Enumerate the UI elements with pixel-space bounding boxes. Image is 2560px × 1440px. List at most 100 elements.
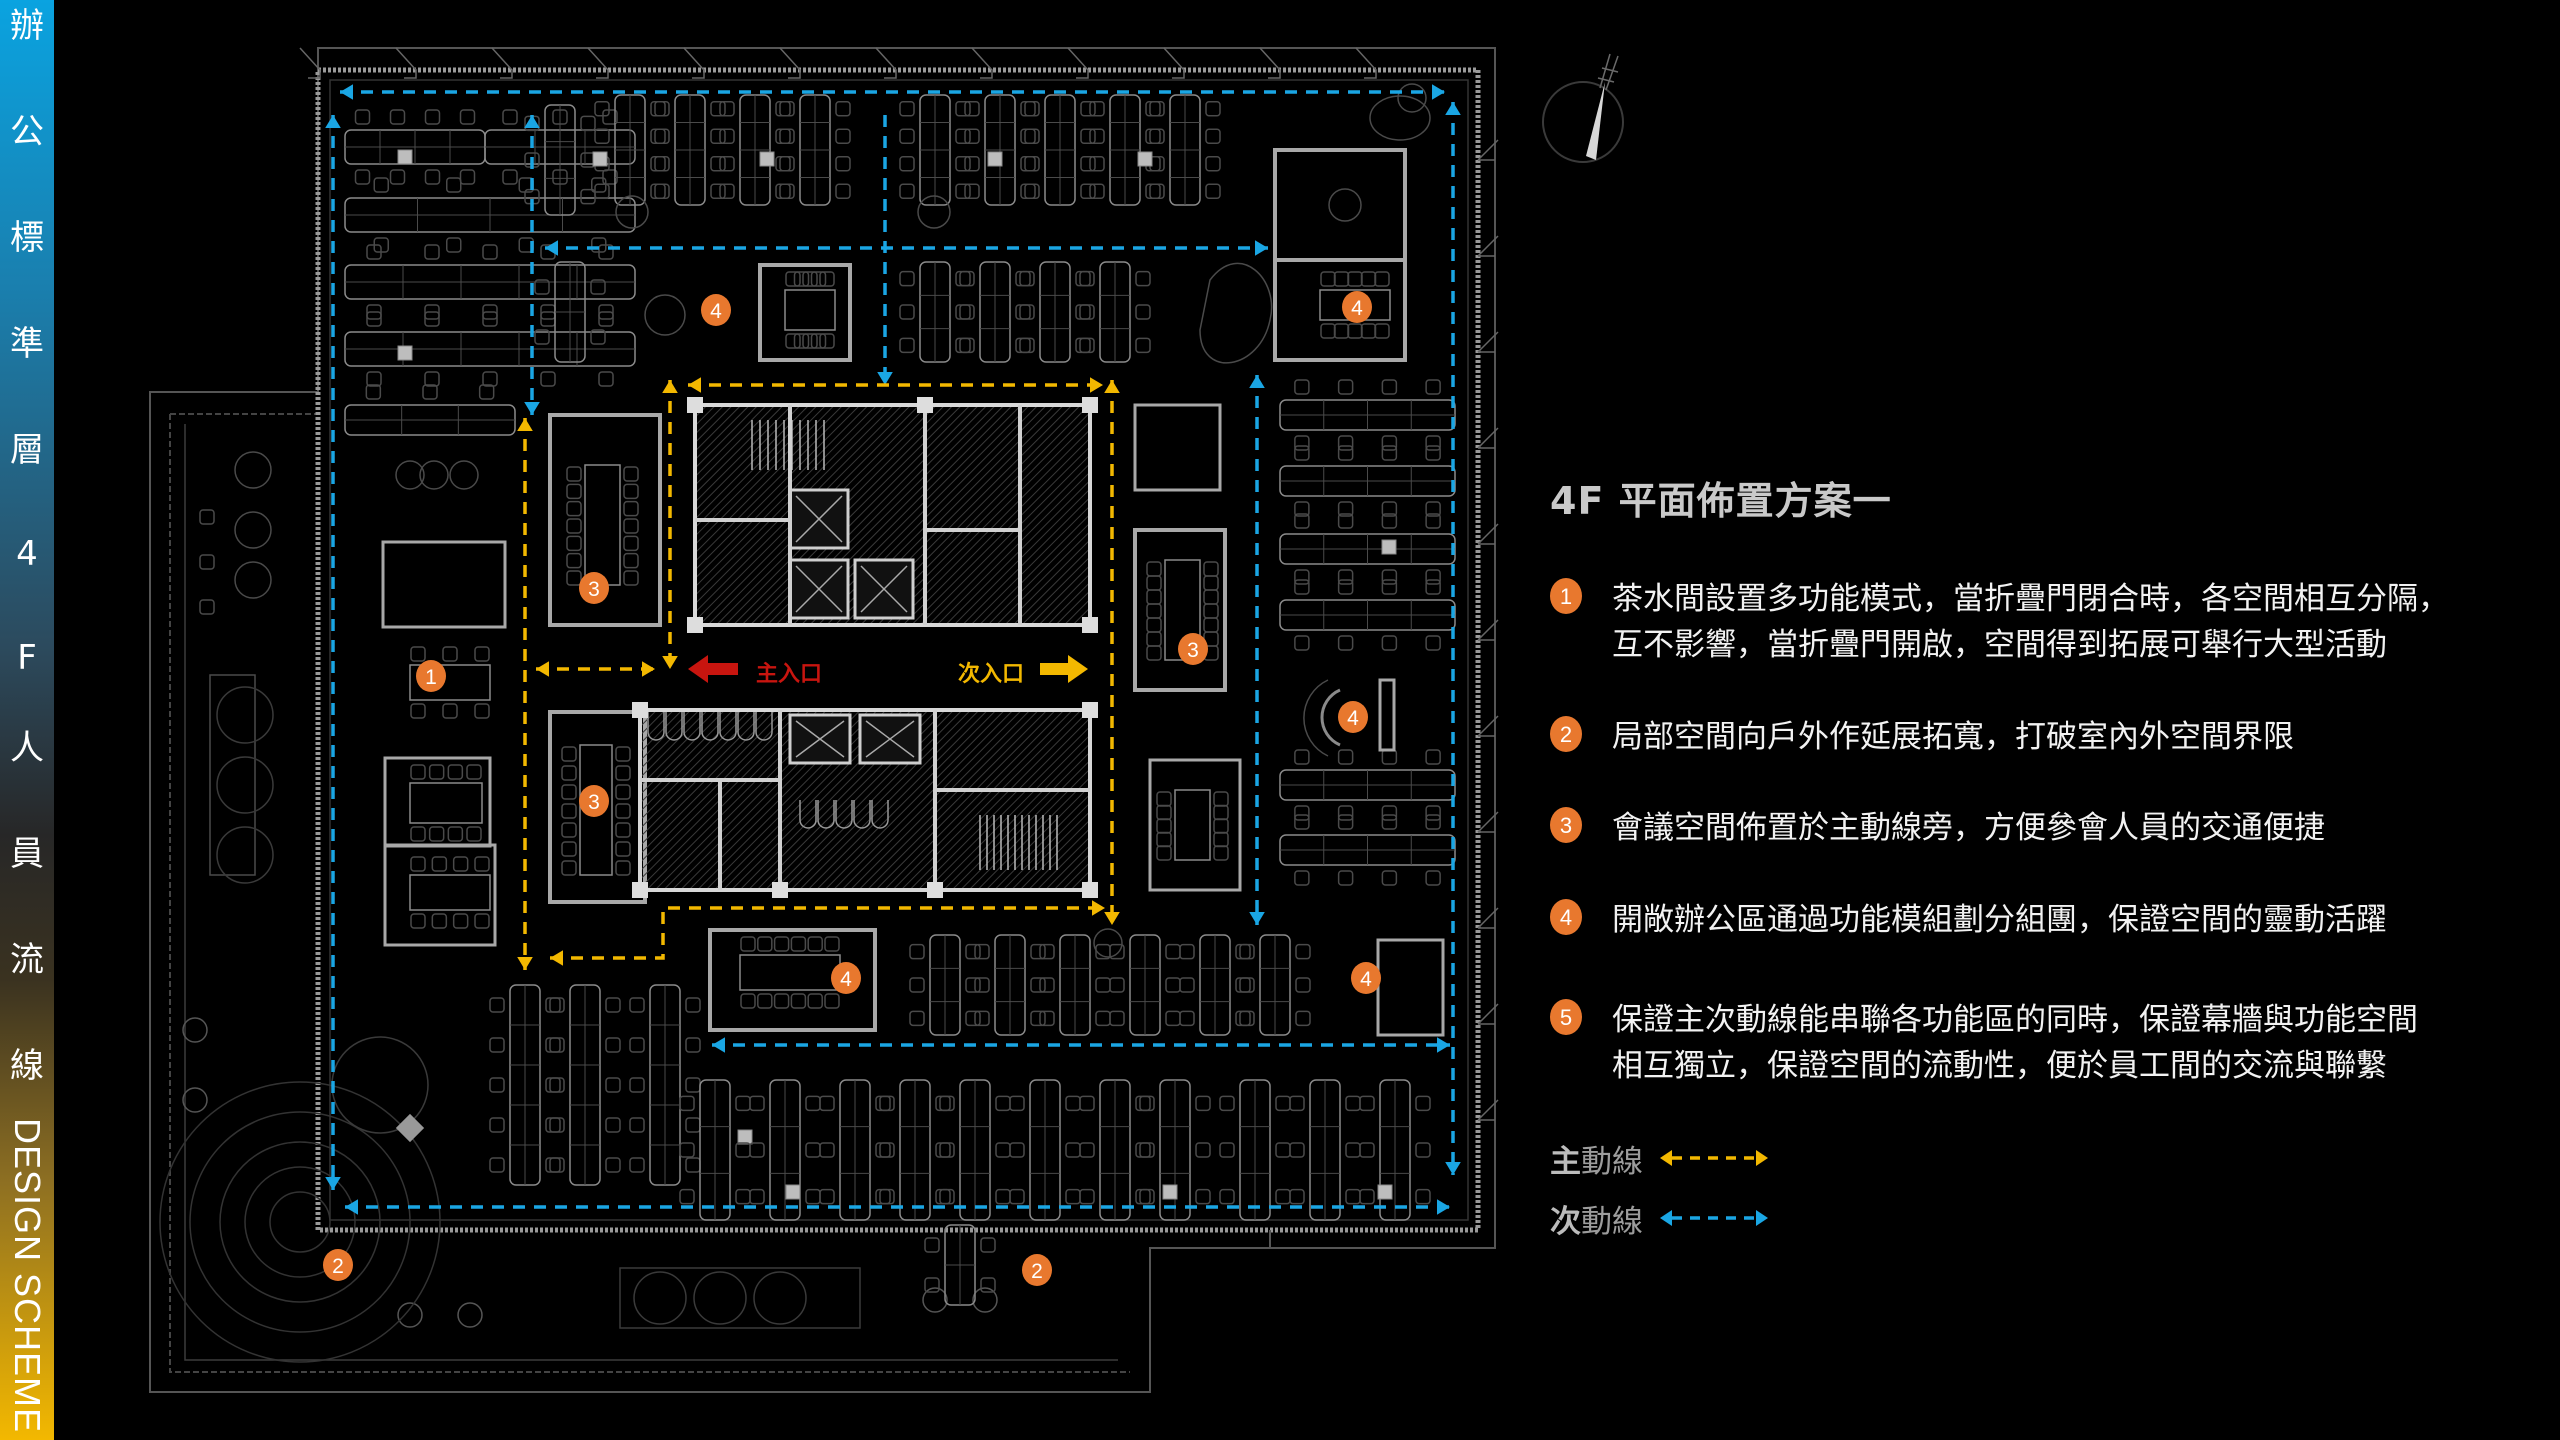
- room-wall: [1378, 678, 1396, 752]
- secondary-route-arrowhead-icon: [524, 402, 540, 415]
- sidebar-char: 人: [10, 728, 44, 768]
- chair: [719, 101, 735, 117]
- chair: [1333, 271, 1350, 287]
- room-wall: [383, 756, 492, 848]
- structural-column: [592, 151, 608, 167]
- chair: [1039, 1010, 1055, 1027]
- chair: [1139, 1188, 1155, 1205]
- chair: [561, 803, 577, 819]
- terrace-edge: [184, 424, 1118, 1361]
- chair: [366, 304, 382, 320]
- chair: [1381, 513, 1398, 529]
- chair: [431, 856, 448, 872]
- chair: [779, 156, 795, 172]
- chair: [1381, 814, 1398, 830]
- chair: [1156, 791, 1172, 807]
- chair: [955, 156, 971, 172]
- chair: [549, 1157, 565, 1173]
- chair: [1146, 589, 1162, 605]
- chair: [1425, 435, 1441, 451]
- secondary-route-arrowhead-icon: [1437, 1199, 1450, 1215]
- chair: [1239, 943, 1255, 960]
- chair: [602, 109, 618, 125]
- chair: [654, 183, 670, 199]
- toilet-fixture: [853, 800, 871, 829]
- chair: [1139, 1095, 1155, 1112]
- chair: [964, 101, 980, 117]
- zone-marker-number: 4: [710, 300, 722, 323]
- chair: [1294, 870, 1310, 886]
- chair: [1235, 977, 1251, 993]
- chair: [935, 1095, 951, 1112]
- chair: [1179, 943, 1195, 960]
- item-number-badge: 1: [1550, 578, 1582, 614]
- primary-route-arrowhead-icon: [662, 656, 678, 669]
- chair: [1337, 379, 1354, 395]
- chair: [1205, 183, 1221, 199]
- chair: [1135, 1188, 1151, 1205]
- chair: [373, 177, 389, 193]
- chair: [1337, 579, 1354, 595]
- page-title: 4F 平面佈置方案一: [1550, 479, 1892, 523]
- zone-marker-dot: [416, 660, 446, 692]
- chair: [354, 169, 371, 185]
- chair: [779, 128, 795, 144]
- zone-marker-number: 3: [588, 791, 600, 814]
- chair: [549, 1037, 565, 1053]
- chair: [1135, 1095, 1151, 1112]
- primary-route-arrowhead-icon: [662, 380, 678, 393]
- chair: [1135, 304, 1151, 320]
- chair: [474, 646, 490, 662]
- chair: [1079, 304, 1095, 320]
- chair: [623, 552, 639, 569]
- chair: [566, 500, 582, 517]
- conference-table: [584, 464, 621, 586]
- facade-ledge: [1150, 1230, 1495, 1249]
- legend-label-rest: 動線: [1581, 1144, 1643, 1180]
- chair: [1235, 943, 1251, 960]
- chair: [1156, 831, 1172, 848]
- room-wall: [1133, 403, 1222, 492]
- chair: [965, 977, 981, 993]
- core-column: [1082, 702, 1098, 718]
- chair: [1294, 569, 1310, 585]
- chair: [1337, 569, 1354, 585]
- sidebar-char: 公: [10, 112, 44, 152]
- chair: [1079, 1095, 1095, 1112]
- chair: [442, 646, 458, 662]
- item-text: 茶水間設置多功能模式，當折疊門閉合時，各空間相互分隔， 互不影響，當折疊門開啟，…: [1612, 581, 2449, 663]
- chair: [835, 128, 851, 144]
- chair: [1294, 805, 1310, 821]
- legend-label-first: 次: [1550, 1204, 1581, 1240]
- chair: [773, 993, 790, 1009]
- chair: [899, 128, 915, 144]
- chair: [566, 518, 582, 534]
- chair: [545, 1077, 561, 1093]
- round-table: [449, 460, 479, 490]
- chair: [1381, 379, 1398, 395]
- chair: [679, 1188, 695, 1205]
- chair: [899, 270, 915, 287]
- chair: [389, 109, 406, 125]
- chair: [974, 1010, 990, 1027]
- chair: [1337, 445, 1354, 461]
- chair: [935, 1188, 951, 1205]
- chair: [566, 535, 582, 552]
- chair: [1203, 575, 1219, 591]
- chair: [1295, 1010, 1311, 1027]
- chair: [1381, 501, 1398, 517]
- elevator-cross: [865, 720, 915, 758]
- chair: [749, 1095, 765, 1112]
- chair: [807, 936, 823, 952]
- chair: [594, 183, 610, 199]
- sidebar-char: 流: [10, 940, 44, 980]
- chair: [1425, 445, 1441, 461]
- legend-label-first: 主: [1550, 1144, 1581, 1180]
- conference-table: [579, 744, 613, 876]
- room-wall: [548, 413, 662, 627]
- chair: [1381, 579, 1398, 595]
- chair: [598, 244, 614, 260]
- chair: [819, 271, 835, 287]
- round-table: [216, 756, 274, 814]
- chair: [1415, 1188, 1431, 1205]
